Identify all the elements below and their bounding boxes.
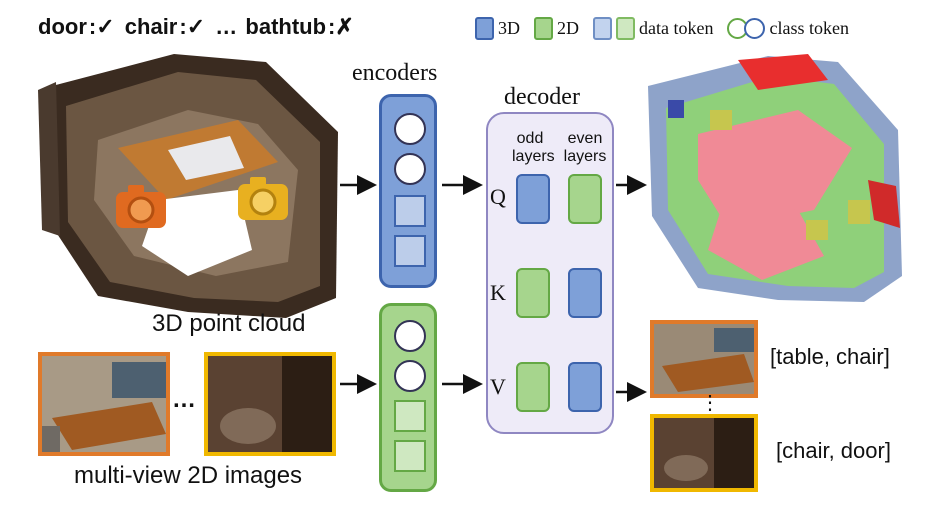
legend-2d-label: 2D xyxy=(557,17,579,38)
output-view-2 xyxy=(650,414,758,492)
label-door: door:✓ xyxy=(38,14,115,39)
label-bathtub: bathtub:✗ xyxy=(245,14,354,39)
row-label-q: Q xyxy=(490,184,506,209)
decoder-v-odd-2d xyxy=(516,362,550,412)
class-token-2d-1 xyxy=(394,320,426,352)
legend-data-token-swatch-3d xyxy=(593,16,612,40)
output-view-2-classes: [chair, door] xyxy=(776,438,891,463)
data-token-3d-2 xyxy=(394,235,426,267)
camera-orange-icon xyxy=(116,185,166,228)
legend-data-token-label: data token xyxy=(639,17,714,38)
legend: 3D 2D data token class token xyxy=(475,14,849,42)
legend-class-token-blue-circle xyxy=(744,17,766,39)
images-caption: multi-view 2D images xyxy=(74,462,303,489)
legend-3d-label: 3D xyxy=(498,17,520,38)
view-image-2-content xyxy=(208,356,332,452)
decoder-k-even-3d xyxy=(568,268,602,318)
output-view-2-content xyxy=(654,418,754,488)
vertical-ellipsis: ⋮ xyxy=(700,392,720,414)
row-label-k: K xyxy=(490,280,506,305)
data-token-2d-2 xyxy=(394,440,426,472)
view-image-1-content xyxy=(42,356,166,452)
segmentation-output-image xyxy=(648,54,902,302)
output-view-1-classes: [table, chair] xyxy=(770,344,890,369)
row-label-v: V xyxy=(490,374,506,399)
data-token-3d-1 xyxy=(394,195,426,227)
view-image-2 xyxy=(204,352,336,456)
class-token-2d-2 xyxy=(394,360,426,392)
legend-3d-swatch xyxy=(475,16,494,40)
decoder-title: decoder xyxy=(504,84,580,110)
images-ellipsis: … xyxy=(172,386,196,413)
encoder-2d xyxy=(379,303,437,492)
camera-yellow-icon xyxy=(238,177,288,220)
encoder-3d xyxy=(379,94,437,288)
view-image-1 xyxy=(38,352,170,456)
legend-2d-swatch xyxy=(534,16,553,40)
point-cloud-caption: 3D point cloud xyxy=(152,310,306,337)
output-view-1-content xyxy=(654,324,754,394)
class-presence-labels: door:✓ chair:✓ … bathtub:✗ xyxy=(38,14,358,40)
class-token-3d-1 xyxy=(394,113,426,145)
legend-data-token-swatch-2d xyxy=(616,16,635,40)
decoder-q-odd-3d xyxy=(516,174,550,224)
label-ellipsis: … xyxy=(215,14,238,39)
encoders-title: encoders xyxy=(352,60,438,86)
decoder-q-even-2d xyxy=(568,174,602,224)
decoder-k-odd-2d xyxy=(516,268,550,318)
point-cloud-image xyxy=(38,54,338,318)
label-chair: chair:✓ xyxy=(124,14,206,39)
decoder-v-even-3d xyxy=(568,362,602,412)
data-token-2d-1 xyxy=(394,400,426,432)
output-view-1 xyxy=(650,320,758,398)
class-token-3d-2 xyxy=(394,153,426,185)
legend-class-token-label: class token xyxy=(769,17,849,38)
